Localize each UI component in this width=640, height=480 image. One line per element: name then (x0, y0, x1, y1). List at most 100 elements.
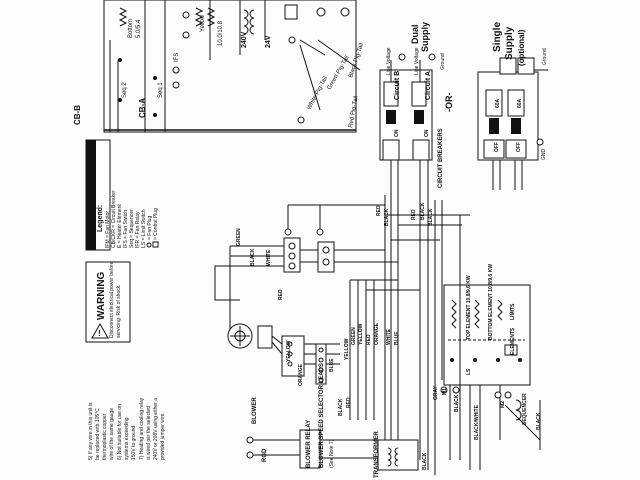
top-left-frame (103, 0, 357, 133)
single-breaker-2 (507, 89, 525, 117)
legend-item-7: = Fan Plug (147, 215, 153, 240)
ground-dual: Ground (440, 53, 446, 70)
legend-item-4: Seq = Sequencer (129, 209, 135, 248)
resistor-coil-2 (194, 7, 204, 27)
elements-label: ELEMENTS (510, 327, 516, 355)
wire-label-black-topmid: BLACK (384, 208, 390, 226)
breaker-off-2: OFF (516, 142, 522, 152)
line-voltage-b: Line Voltage (386, 47, 392, 75)
dual-title-1: Dual (410, 24, 420, 44)
control-plug-block (317, 241, 335, 273)
circuit-breakers-label: CIRCUIT BREAKERS (438, 128, 444, 188)
wire-label-black-right: BLACK (420, 202, 426, 220)
single-supply-terminal-2 (517, 57, 535, 75)
warning-frame (85, 261, 131, 343)
note-line-5: systems exceeding (124, 417, 130, 460)
wire-label-yellow-mid: YELLOW (358, 323, 364, 345)
heater-element-bottom-coil (474, 299, 480, 329)
wire-label-black-bottom: BLACK (422, 452, 428, 470)
wire-label-yellow-motor: YELLOW (286, 340, 292, 362)
seq2-label: Seq 2 (122, 82, 128, 98)
main-wiring: GREEN BLACK WHITE RED YELLOW ORANGE BLUE… (214, 195, 542, 478)
legend-item-8: = Control Plug (153, 208, 159, 240)
sequencer-label: SEQUENCER (522, 393, 528, 425)
single-title-1: Single (492, 22, 503, 52)
circuit-a-label: Circuit A (425, 71, 432, 100)
speed-selector-terminal (315, 343, 327, 385)
top-left-circuit: CB-B CB-A Seq 2 Seq 1 Bottom 5.0/5.4 10.… (73, 0, 365, 133)
green-pigtail-label: Green Pig-Tail (327, 55, 351, 91)
single-title-2: Supply (504, 26, 515, 60)
wire-label-black-white: BLACK/WHITE (474, 404, 480, 440)
line-voltage-a: Line Voltage (414, 47, 420, 75)
note-line-10: provided jumper wire. (160, 412, 166, 460)
wire-label-yellow-speed: YELLOW (344, 338, 350, 360)
note-line-3: wire of the same gauge (109, 408, 115, 460)
legend-item-0: IFM = Fan Motor (105, 211, 111, 248)
resistor-coil-1 (118, 7, 128, 27)
wire-label-orange-mid: ORANGE (374, 322, 380, 345)
m1-label: M1 (442, 388, 448, 395)
warning-triangle-icon (91, 322, 109, 339)
single-title-3: (optional) (517, 29, 526, 66)
24v-label: 24V (265, 35, 272, 48)
heater-element-3 (497, 299, 503, 321)
circuit-a-breaker (411, 81, 427, 107)
transformer-box (377, 439, 419, 471)
circuit-b-label: Circuit B (394, 71, 401, 100)
breaker-off-1: OFF (494, 142, 500, 152)
bottom-label: Bottom (128, 19, 134, 38)
single-amp-1: 60A (495, 98, 501, 108)
fuse-label-1: 5.0/5.4 (136, 19, 142, 38)
wire-label-red-left: RED (278, 289, 284, 300)
legend-item-5: IFR = Fan Relay (135, 211, 141, 248)
m2-label: M2 (500, 401, 506, 408)
transformer-coil-primary (243, 9, 249, 35)
warning-title: WARNING (96, 271, 107, 320)
wire-label-green: GREEN (236, 228, 242, 246)
note-line-7: 7) Heating and cooling relay (139, 397, 145, 460)
note-line-4: 6) Not suitable for use on (117, 404, 123, 460)
seq1-label: Seq 1 (158, 82, 164, 98)
see-note-label: (See Note 7) (329, 439, 335, 468)
ls-label: LS (466, 368, 472, 375)
wire-label-green-mid: GREEN (351, 327, 357, 345)
legend-title: Legend: (97, 205, 104, 232)
note-line-2: thermoplastic copper (102, 413, 108, 460)
wire-label-blue-motor: BLUE (329, 358, 335, 372)
blower-label: BLOWER (252, 397, 258, 424)
wire-label-gray: GRAY (433, 385, 439, 400)
wire-label-white: WHITE (266, 249, 272, 266)
heater-element-top-coil (451, 299, 457, 329)
red-pigtail-label: Red Pig-Tail (348, 95, 360, 128)
wire-label-red-top: RED (376, 205, 382, 216)
wire-label-red-low: RED (346, 397, 352, 408)
wire-label-black-seq: BLACK (454, 394, 460, 412)
yellow-wire-label-top: Yellow (200, 14, 206, 32)
svg-text:!: ! (98, 329, 101, 338)
ground-small: GND (541, 149, 547, 161)
legend-item-1: CB/CKR = Circuit Breaker (111, 190, 117, 248)
note-line-8: is wired per the selected (146, 406, 152, 460)
legend-item-6: LS = Limit Switch (141, 209, 147, 248)
ground-single: Ground (542, 48, 548, 65)
note-line-0: 5) If any wire in this unit is (88, 402, 94, 460)
warning-line-0: Disconnect electrical power before (109, 261, 115, 338)
wire-label-black-right2: BLACK (428, 208, 434, 226)
fuse-label-2: 10.0/10.8 (218, 20, 224, 46)
or-label: -OR- (444, 93, 454, 113)
legend-item-3: IFS = Fan Switch (123, 210, 129, 248)
notes-block: 5) If any wire in this unit is be replac… (88, 397, 166, 460)
limit-switch (504, 344, 518, 356)
white-pigtail-label: White Pig-Tail (306, 76, 329, 111)
blower-speed-selector-label: BLOWER SPEED SELECTOR LEADS (319, 363, 325, 468)
top-element-label: TOP ELEMENT 10,8/9,6 KW (466, 275, 472, 340)
wire-label-black-low: BLACK (338, 398, 344, 416)
blower-relay-label: BLOWER RELAY (306, 420, 312, 468)
note-line-1: be replaced with 105°C (95, 408, 101, 460)
blower-relay-box (299, 429, 321, 469)
legend: Legend: IFM = Fan Motor CB/CKR = Circuit… (85, 139, 159, 251)
legend-item-2: E = Heater Element (117, 204, 123, 248)
ifs-label: IFS (174, 53, 180, 62)
